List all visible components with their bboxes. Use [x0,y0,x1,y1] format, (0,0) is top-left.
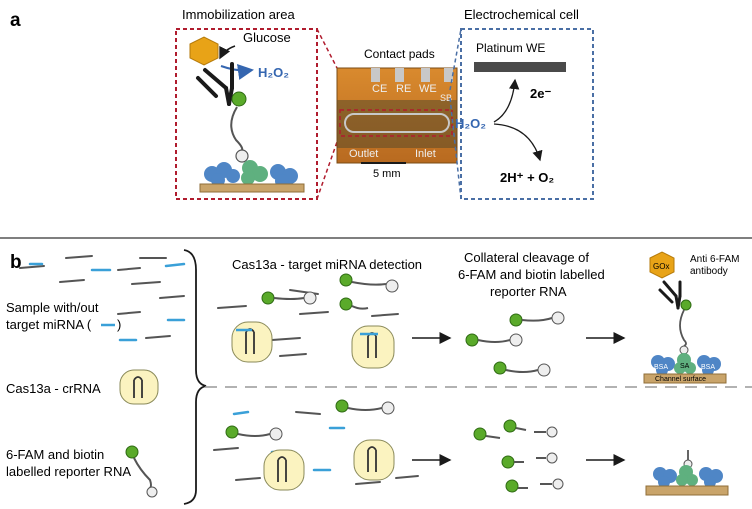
reporter-rna-intact [225,425,283,441]
reporter-label-line2: labelled reporter RNA [6,464,131,479]
cas13a-complex-icon [263,449,305,491]
zoom-line [449,97,462,200]
gox-hexagon-icon [189,36,219,66]
reporter-rna-intact [335,399,395,415]
panel-b-letter: b [10,252,22,273]
h2o2-label: H₂O₂ [258,65,289,80]
electrode-re: RE [396,83,411,95]
gox-label: GOx [653,262,669,271]
sample-label-line2: target miRNA ( [6,317,92,332]
bsa-left-icon [653,467,677,488]
cas13a-legend-icon [119,369,159,405]
channel-surface-icon [199,183,305,193]
bsa-left-icon [651,355,675,376]
electrode-ce: CE [372,83,387,95]
products-arrow-icon [493,123,543,162]
biotin-icon [679,345,689,355]
outlet-label: Outlet [349,148,378,160]
contact-pads [371,68,453,82]
immobilization-box [175,28,318,200]
inlet-label: Inlet [415,148,436,160]
contact-pads-label: Contact pads [364,47,435,61]
h2o2-cell-label: H₂O₂ [455,116,486,131]
bsa-left-icon [204,162,240,187]
cas13a-complex-icon [353,439,395,481]
cleavage-title-line2: 6-FAM and biotin labelled [458,267,605,282]
gox-hexagon-icon [649,251,675,279]
zoom-line [316,28,338,69]
channel-surface-label: Channel surface [655,376,706,383]
sa-icon [676,465,698,486]
panel-a-letter: a [10,10,21,31]
cas-crRNA-label: Cas13a - crRNA [6,381,101,396]
fam-dye-icon [680,299,692,311]
sa-icon [674,353,696,374]
h2o2-arrow-icon [220,64,254,80]
microchannel [344,113,450,133]
bsa-right-label: BSA [701,364,715,371]
reporter-strand-icon [230,106,244,153]
zoom-line [449,28,462,91]
electrode-we: WE [419,83,437,95]
electrochemical-cell-box [460,28,594,200]
bsa-right-icon [699,467,723,488]
zoom-line [316,141,338,200]
reporter-rna-intact [339,273,399,293]
reporter-rna-intact [339,297,369,311]
reporter-rna-intact [261,291,317,305]
immobilization-zone [339,109,453,137]
sa-label: SA [680,363,690,370]
glucose-arrow-icon [219,45,236,60]
cleavage-title-line3: reporter RNA [490,284,567,299]
products-label: 2H⁺ + O₂ [500,170,554,185]
cas13a-complex-icon [231,321,273,363]
electron-arrow-icon [493,78,520,123]
electrode-sb: SB [440,93,452,103]
electrochemical-cell-title: Electrochemical cell [464,7,579,22]
reporter-rna-intact [465,333,523,347]
scale-label: 5 mm [373,168,401,180]
reporter-rna-intact [493,361,551,377]
antibody-label-line2: antibody [690,266,728,277]
channel-surface-icon [643,373,727,384]
bsa-left-label: BSA [654,364,668,371]
cas13a-complex-icon [351,325,395,369]
reporter-rna-intact [509,311,565,327]
sample-label-line1: Sample with/out [6,300,99,315]
detection-top-scene [217,289,399,357]
reporter-label-line1: 6-FAM and biotin [6,447,104,462]
sample-label-line2-end: ) [117,317,121,332]
platinum-electrode-icon [474,62,566,72]
platinum-we-label: Platinum WE [476,41,545,55]
reporter-rna-cleaved [473,419,564,493]
sa-icon [241,160,268,185]
sample-label-line2-text: target miRNA ( [6,317,92,332]
sample-rna-cluster [19,255,186,342]
channel-surface-icon [645,485,729,496]
grouping-brace [183,249,207,505]
electrons-label: 2e⁻ [530,86,551,101]
antibody-icon [196,62,234,106]
glucose-label: Glucose [243,30,291,45]
fam-dye-icon [231,91,247,107]
reporter-legend-icon [125,445,158,498]
biotin-icon [235,149,249,163]
antibody-icon [658,280,682,310]
chip-dark-area [337,100,457,148]
antibody-label-line1: Anti 6-FAM [690,254,739,265]
immobilization-title: Immobilization area [182,7,295,22]
reporter-strand-icon [679,309,687,347]
bsa-right-icon [697,355,721,376]
detection-title: Cas13a - target miRNA detection [232,257,422,272]
cleavage-title-line1: Collateral cleavage of [464,250,589,265]
